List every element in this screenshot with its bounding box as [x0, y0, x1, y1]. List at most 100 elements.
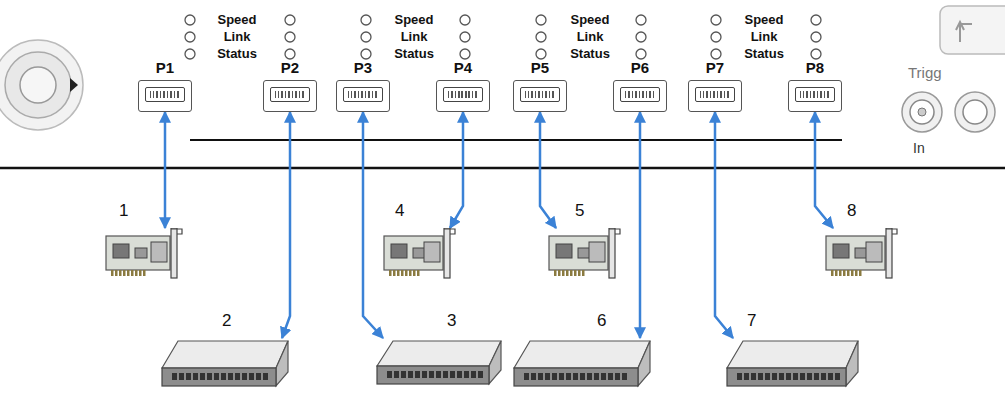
ethernet-port: P3 — [336, 80, 390, 112]
switch-port — [235, 373, 240, 380]
switch-port — [566, 373, 571, 380]
switch-top — [162, 341, 288, 368]
port-label: P2 — [254, 59, 326, 76]
pcb-board — [384, 236, 443, 270]
callout-number: 5 — [575, 201, 584, 221]
switch-port — [394, 371, 399, 378]
led-label: Speed — [217, 12, 256, 27]
led-indicator — [811, 15, 821, 25]
ethernet-port: P5 — [513, 80, 567, 112]
switch-port — [622, 373, 627, 380]
led-indicator — [536, 32, 546, 42]
ethernet-port: P2 — [263, 80, 317, 112]
network-switch-icon — [160, 338, 290, 388]
chip — [391, 244, 407, 258]
network-switch-icon — [512, 338, 652, 388]
led-indicator — [285, 32, 295, 42]
port-socket — [795, 87, 835, 102]
network-switch: 7 — [725, 338, 860, 388]
callout-number: 2 — [222, 311, 231, 331]
led-indicator — [460, 49, 470, 59]
switch-port — [172, 373, 177, 380]
port-bar-line — [190, 139, 842, 141]
ethernet-port: P6 — [613, 80, 667, 112]
led-indicator — [711, 49, 721, 59]
switch-port — [615, 373, 620, 380]
switch-port — [580, 373, 585, 380]
led-label: Status — [744, 46, 784, 61]
led-indicator — [185, 49, 195, 59]
callout-number: 8 — [847, 201, 856, 221]
connector-arrow — [450, 112, 463, 228]
switch-port — [186, 373, 191, 380]
network-switch: 3 — [375, 338, 503, 386]
switch-port — [751, 373, 756, 380]
switch-port — [387, 371, 392, 378]
switch-front — [377, 366, 489, 384]
switch-port — [573, 373, 578, 380]
port-socket — [520, 87, 560, 102]
switch-port — [524, 373, 529, 380]
switch-port — [835, 373, 840, 380]
switch-port — [800, 373, 805, 380]
led-indicator — [636, 15, 646, 25]
nic-card-icon — [548, 228, 623, 280]
led-indicator — [285, 15, 295, 25]
edge-contact — [143, 270, 146, 276]
edge-contact — [558, 270, 561, 276]
bracket-tab — [444, 229, 455, 234]
switch-port — [401, 371, 406, 378]
edge-contact — [566, 270, 569, 276]
switch-front — [727, 368, 846, 386]
ethernet-port: P7 — [688, 80, 742, 112]
edge-contact — [835, 270, 838, 276]
switch-port — [478, 371, 483, 378]
edge-contact — [139, 270, 142, 276]
switch-port — [779, 373, 784, 380]
edge-contact — [123, 270, 126, 276]
led-label: Status — [217, 46, 257, 61]
port-label: P5 — [504, 59, 576, 76]
switch-port — [207, 373, 212, 380]
network-switch-icon — [725, 338, 860, 388]
switch-side — [276, 341, 288, 386]
edge-contact — [135, 270, 138, 276]
switch-front — [162, 368, 276, 386]
switch-top — [727, 341, 858, 368]
switch-port — [408, 371, 413, 378]
connector-arrow — [363, 112, 383, 338]
led-label: Link — [577, 29, 604, 44]
bnc-pin — [918, 108, 926, 116]
edge-contact — [417, 270, 420, 276]
ethernet-port: P1 — [138, 80, 192, 112]
switch-port — [263, 373, 268, 380]
switch-port — [786, 373, 791, 380]
switch-port — [179, 373, 184, 380]
edge-contact — [389, 270, 392, 276]
led-label: Status — [394, 46, 434, 61]
bracket-tab — [609, 229, 620, 234]
connector-arrow — [639, 112, 642, 338]
led-indicator — [536, 15, 546, 25]
switch-port — [429, 371, 434, 378]
switch-port — [587, 373, 592, 380]
network-switch: 6 — [512, 338, 652, 388]
port-socket — [145, 87, 185, 102]
panel-label: Trigg — [908, 64, 942, 81]
led-indicator — [361, 32, 371, 42]
network-card: 5 — [548, 228, 623, 280]
network-card: 1 — [105, 228, 185, 280]
rj45-jack — [151, 242, 167, 262]
led-indicator — [636, 49, 646, 59]
edge-contact — [413, 270, 416, 276]
nic-card-icon — [105, 228, 185, 280]
led-label: Speed — [744, 12, 783, 27]
card-bracket — [444, 228, 450, 278]
port-label: P3 — [327, 59, 399, 76]
pcb-board — [549, 236, 608, 270]
edge-contact — [855, 270, 858, 276]
port-label: P1 — [129, 59, 201, 76]
switch-port — [772, 373, 777, 380]
edge-contact — [562, 270, 565, 276]
